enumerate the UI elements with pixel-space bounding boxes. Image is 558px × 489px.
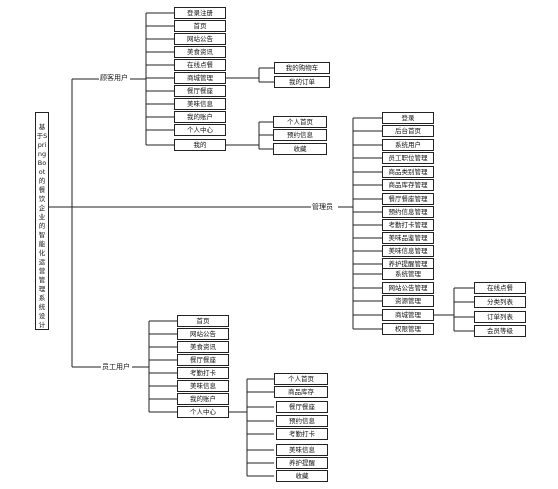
admin-item-product-category: 商品类别管理 xyxy=(382,166,434,178)
customer-mall-orders: 我的订单 xyxy=(274,76,330,88)
employee-center-home: 个人首页 xyxy=(274,373,328,385)
admin-item-dashboard: 后台首页 xyxy=(382,125,434,137)
customer-mine-reservation: 预约信息 xyxy=(273,129,327,141)
admin-item-tasting: 美味品鉴管理 xyxy=(382,232,434,244)
customer-mine-home: 个人首页 xyxy=(273,116,327,128)
admin-mall-online-order: 在线点餐 xyxy=(474,282,526,294)
customer-item-mall: 商城管理 xyxy=(174,72,226,84)
admin-item-system-users: 系统用户 xyxy=(382,139,434,151)
employee-item-home: 首页 xyxy=(177,315,229,327)
branch-label-admin: 管理员 xyxy=(311,203,334,211)
employee-item-dining-seat: 餐厅餐座 xyxy=(177,354,229,366)
admin-item-mall: 商城管理 xyxy=(382,309,434,321)
admin-item-reservation: 预约信息管理 xyxy=(382,206,434,218)
customer-item-announcement: 网站公告 xyxy=(174,33,226,45)
admin-item-resources: 资源管理 xyxy=(382,295,434,307)
employee-item-attendance: 考勤打卡 xyxy=(177,367,229,379)
employee-item-announcement: 网站公告 xyxy=(177,328,229,340)
employee-center-delicacy-info: 美味信息 xyxy=(276,444,328,456)
customer-item-home: 首页 xyxy=(174,20,226,32)
admin-item-system: 系统管理 xyxy=(382,268,434,280)
admin-item-product-stock: 商品库存管理 xyxy=(382,179,434,191)
admin-item-announcement: 网站公告管理 xyxy=(382,282,434,294)
employee-item-my-account: 我的账户 xyxy=(177,393,229,405)
employee-center-dining-seat: 餐厅餐座 xyxy=(276,401,328,413)
customer-item-delicacy-info: 美味信息 xyxy=(174,98,226,110)
customer-mine-favorites: 收藏 xyxy=(273,143,327,155)
admin-item-login: 登录 xyxy=(382,112,434,124)
customer-item-my-account: 我的账户 xyxy=(174,111,226,123)
customer-item-login-register: 登录注册 xyxy=(174,7,226,19)
employee-center-favorites: 收藏 xyxy=(276,470,328,482)
customer-mall-cart: 我的购物车 xyxy=(274,62,330,74)
admin-item-delicacy-info: 美味信息管理 xyxy=(382,245,434,257)
customer-item-online-order: 在线点餐 xyxy=(174,59,226,71)
admin-item-staff-position: 员工职位管理 xyxy=(382,152,434,164)
employee-item-delicacy-info: 美味信息 xyxy=(177,380,229,392)
admin-item-attendance: 考勤打卡管理 xyxy=(382,219,434,231)
customer-item-mine: 我的 xyxy=(174,139,226,151)
admin-mall-category-list: 分类列表 xyxy=(474,296,526,308)
employee-item-food-news: 美食资讯 xyxy=(177,341,229,353)
employee-center-attendance: 考勤打卡 xyxy=(276,428,328,440)
admin-mall-member-level: 会员等级 xyxy=(474,325,526,337)
branch-label-employee: 员工用户 xyxy=(101,363,131,371)
admin-item-dining-seat: 餐厅餐座管理 xyxy=(382,193,434,205)
employee-center-maintenance: 养护提醒 xyxy=(276,457,328,469)
employee-item-personal-center: 个人中心 xyxy=(177,406,229,418)
customer-item-personal-center: 个人中心 xyxy=(174,124,226,136)
employee-center-reservation: 预约信息 xyxy=(276,415,328,427)
customer-item-dining-seat: 餐厅餐座 xyxy=(174,85,226,97)
root-system-title: 基于SpringBoot的餐饮企业的智能化运营管理系统设计与实现 xyxy=(35,112,49,330)
customer-item-food-news: 美食资讯 xyxy=(174,46,226,58)
admin-mall-order-list: 订单列表 xyxy=(474,311,526,323)
admin-item-permissions: 权限管理 xyxy=(382,323,434,335)
employee-center-stock: 商品库存 xyxy=(274,386,328,398)
branch-label-customer: 顾客用户 xyxy=(99,74,129,82)
